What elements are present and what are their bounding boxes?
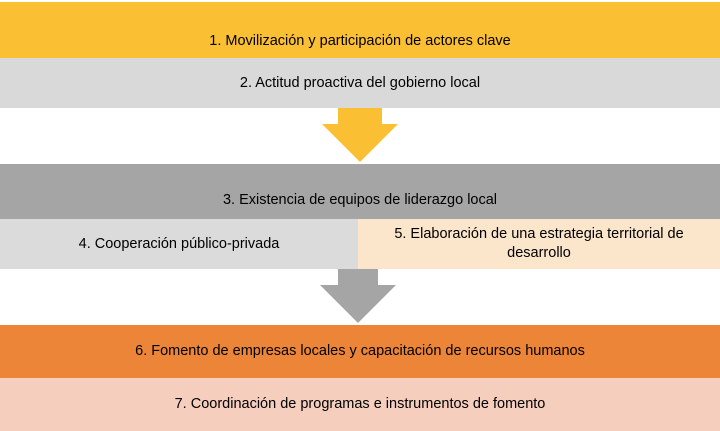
step-5-box: 5. Elaboración de una estrategia territo… [358,219,720,269]
arrow-down-1 [322,108,398,162]
step-4-box: 4. Cooperación público-privada [0,219,358,269]
step-2-box: 2. Actitud proactiva del gobierno local [0,58,720,108]
step-1-box: 1. Movilización y participación de actor… [0,2,720,58]
step-1-label: 1. Movilización y participación de actor… [209,32,511,49]
arrow-down-1-shape [322,108,398,162]
step-4-label: 4. Cooperación público-privada [78,235,280,252]
arrow-down-2-shape [320,269,396,323]
step-7-box: 7. Coordinación de programas e instrumen… [0,378,720,431]
step-6-box: 6. Fomento de empresas locales y capacit… [0,325,720,378]
step-3-box: 3. Existencia de equipos de liderazgo lo… [0,164,720,219]
step-2-label: 2. Actitud proactiva del gobierno local [239,74,481,91]
step-6-label: 6. Fomento de empresas locales y capacit… [135,343,585,360]
step-5-label: 5. Elaboración de una estrategia territo… [394,226,684,261]
step-7-label: 7. Coordinación de programas e instrumen… [174,396,546,413]
arrow-down-2 [320,269,396,323]
step-3-label: 3. Existencia de equipos de liderazgo lo… [222,192,498,209]
